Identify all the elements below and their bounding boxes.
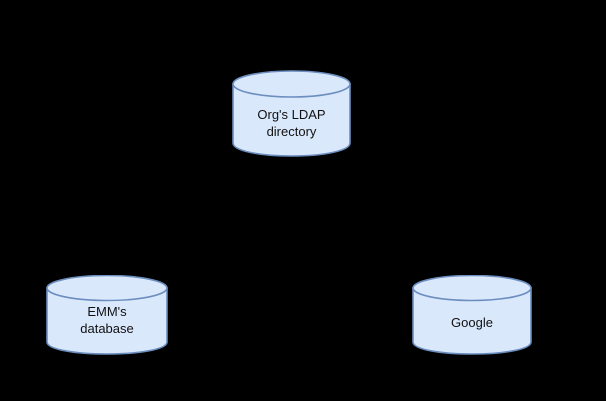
database-node-emm[interactable]: EMM's database <box>46 275 168 355</box>
database-cylinder-icon <box>412 275 532 355</box>
database-node-google[interactable]: Google <box>412 275 532 355</box>
database-cylinder-icon <box>232 70 351 157</box>
database-cylinder-icon <box>46 275 168 355</box>
database-node-ldap[interactable]: Org's LDAP directory <box>232 70 351 157</box>
